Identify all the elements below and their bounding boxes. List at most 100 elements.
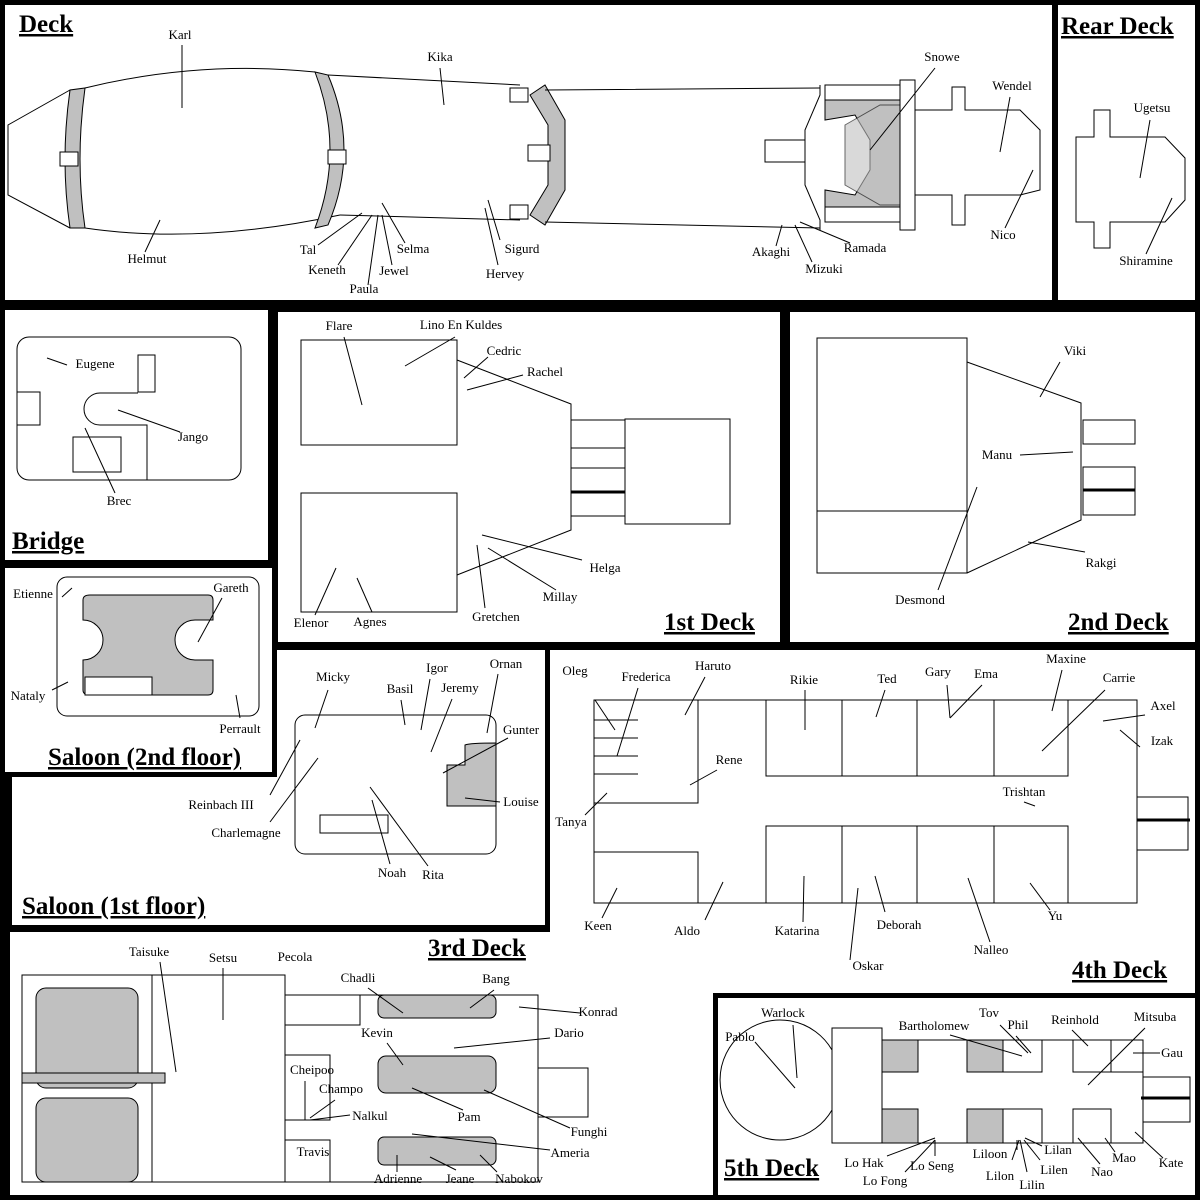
label-etienne: Etienne [13, 586, 53, 601]
label-basil: Basil [387, 681, 414, 696]
title-deck: Deck [19, 11, 73, 38]
leader-line [235, 694, 241, 719]
label-wendel: Wendel [992, 78, 1032, 93]
label-mitsuba: Mitsuba [1134, 1009, 1177, 1024]
label-rene: Rene [716, 752, 743, 767]
leader-line [1029, 882, 1051, 911]
title-5th-deck: 5th Deck [724, 1155, 819, 1182]
leader-line [464, 797, 501, 803]
label-nabokov: Nabokov [495, 1171, 543, 1186]
leader-line [1041, 689, 1106, 752]
leader-line [1023, 801, 1036, 807]
leader-line [1004, 169, 1034, 229]
label-ted: Ted [877, 671, 897, 686]
saloon-1st-outline [294, 714, 497, 855]
leader-line [799, 221, 851, 244]
leader-line [937, 486, 978, 591]
leader-line [356, 577, 373, 613]
label-mao: Mao [1112, 1150, 1136, 1165]
leader-line [584, 792, 608, 816]
label-cheipoo: Cheipoo [290, 1062, 334, 1077]
leader-line [479, 1154, 498, 1173]
leader-line [487, 547, 557, 591]
leader-line [1023, 1139, 1041, 1161]
label-phil: Phil [1008, 1017, 1029, 1032]
label-reinbach-iii: Reinbach III [188, 797, 253, 812]
label-gary: Gary [925, 664, 951, 679]
label-reinhold: Reinhold [1051, 1012, 1099, 1027]
leader-line [404, 336, 456, 367]
label-cedric: Cedric [487, 343, 522, 358]
leader-line [442, 737, 509, 774]
label-warlock: Warlock [761, 1005, 805, 1020]
leader-line [1104, 1137, 1116, 1153]
label-lo-hak: Lo Hak [844, 1155, 884, 1170]
leader-line [1039, 361, 1061, 398]
title-3rd-deck: 3rd Deck [428, 935, 526, 962]
label-jeane: Jeane [446, 1171, 475, 1186]
leader-line [704, 881, 724, 921]
label-gunter: Gunter [503, 722, 540, 737]
label-adrienne: Adrienne [374, 1171, 423, 1186]
label-noah: Noah [378, 865, 407, 880]
label-karl: Karl [168, 27, 191, 42]
label-micky: Micky [316, 669, 350, 684]
leader-line [1087, 1027, 1146, 1086]
label-lilen: Lilen [1040, 1162, 1068, 1177]
leader-line [483, 1089, 571, 1129]
first-deck-outline [300, 339, 731, 613]
leader-line [309, 1099, 336, 1119]
label-louise: Louise [503, 794, 539, 809]
fourth-deck-outline [593, 699, 1190, 904]
leader-line [144, 219, 161, 253]
leader-line [381, 202, 406, 244]
label-paula: Paula [350, 281, 379, 296]
label-charlemagne: Charlemagne [211, 825, 281, 840]
label-manu: Manu [982, 447, 1013, 462]
label-kika: Kika [427, 49, 453, 64]
leader-line [484, 207, 499, 266]
leader-line [754, 1041, 796, 1089]
label-helmut: Helmut [128, 251, 167, 266]
rear-deck-panel [1058, 5, 1195, 300]
leader-line [999, 96, 1011, 153]
label-rakgi: Rakgi [1085, 555, 1116, 570]
label-funghi: Funghi [571, 1124, 608, 1139]
label-bartholomew: Bartholomew [899, 1018, 970, 1033]
title-saloon-1st-floor: Saloon (1st floor) [22, 893, 205, 920]
label-deborah: Deborah [877, 917, 922, 932]
label-helga: Helga [589, 560, 620, 575]
label-oskar: Oskar [852, 958, 884, 973]
leader-line [51, 681, 69, 691]
label-dario: Dario [554, 1025, 584, 1040]
label-selma: Selma [397, 241, 430, 256]
fifth-deck-outline [719, 1019, 1191, 1144]
leader-line [46, 357, 68, 366]
leader-line [1024, 1137, 1043, 1147]
label-tanya: Tanya [555, 814, 587, 829]
leader-line [269, 757, 319, 823]
label-ema: Ema [974, 666, 998, 681]
label-yu: Yu [1048, 908, 1063, 923]
label-pam: Pam [457, 1109, 480, 1124]
label-lo-fong: Lo Fong [863, 1173, 908, 1188]
leader-line [429, 1156, 457, 1171]
leader-line [949, 1034, 1023, 1057]
leader-line [481, 534, 583, 561]
leader-line [487, 199, 501, 241]
label-shiramine: Shiramine [1119, 253, 1173, 268]
label-keen: Keen [584, 918, 612, 933]
label-lilon: Lilon [986, 1168, 1015, 1183]
leader-lines [46, 45, 1173, 1173]
third-deck-outline [21, 974, 589, 1183]
label-lo-seng: Lo Seng [910, 1158, 954, 1173]
leader-line [453, 1037, 551, 1049]
label-nico: Nico [990, 227, 1015, 242]
leader-line [367, 987, 404, 1014]
leader-line [159, 961, 177, 1073]
label-pecola: Pecola [278, 949, 313, 964]
bridge-outline [16, 336, 242, 481]
leader-line [386, 1042, 404, 1066]
leader-line [420, 678, 431, 731]
label-chadli: Chadli [341, 970, 376, 985]
